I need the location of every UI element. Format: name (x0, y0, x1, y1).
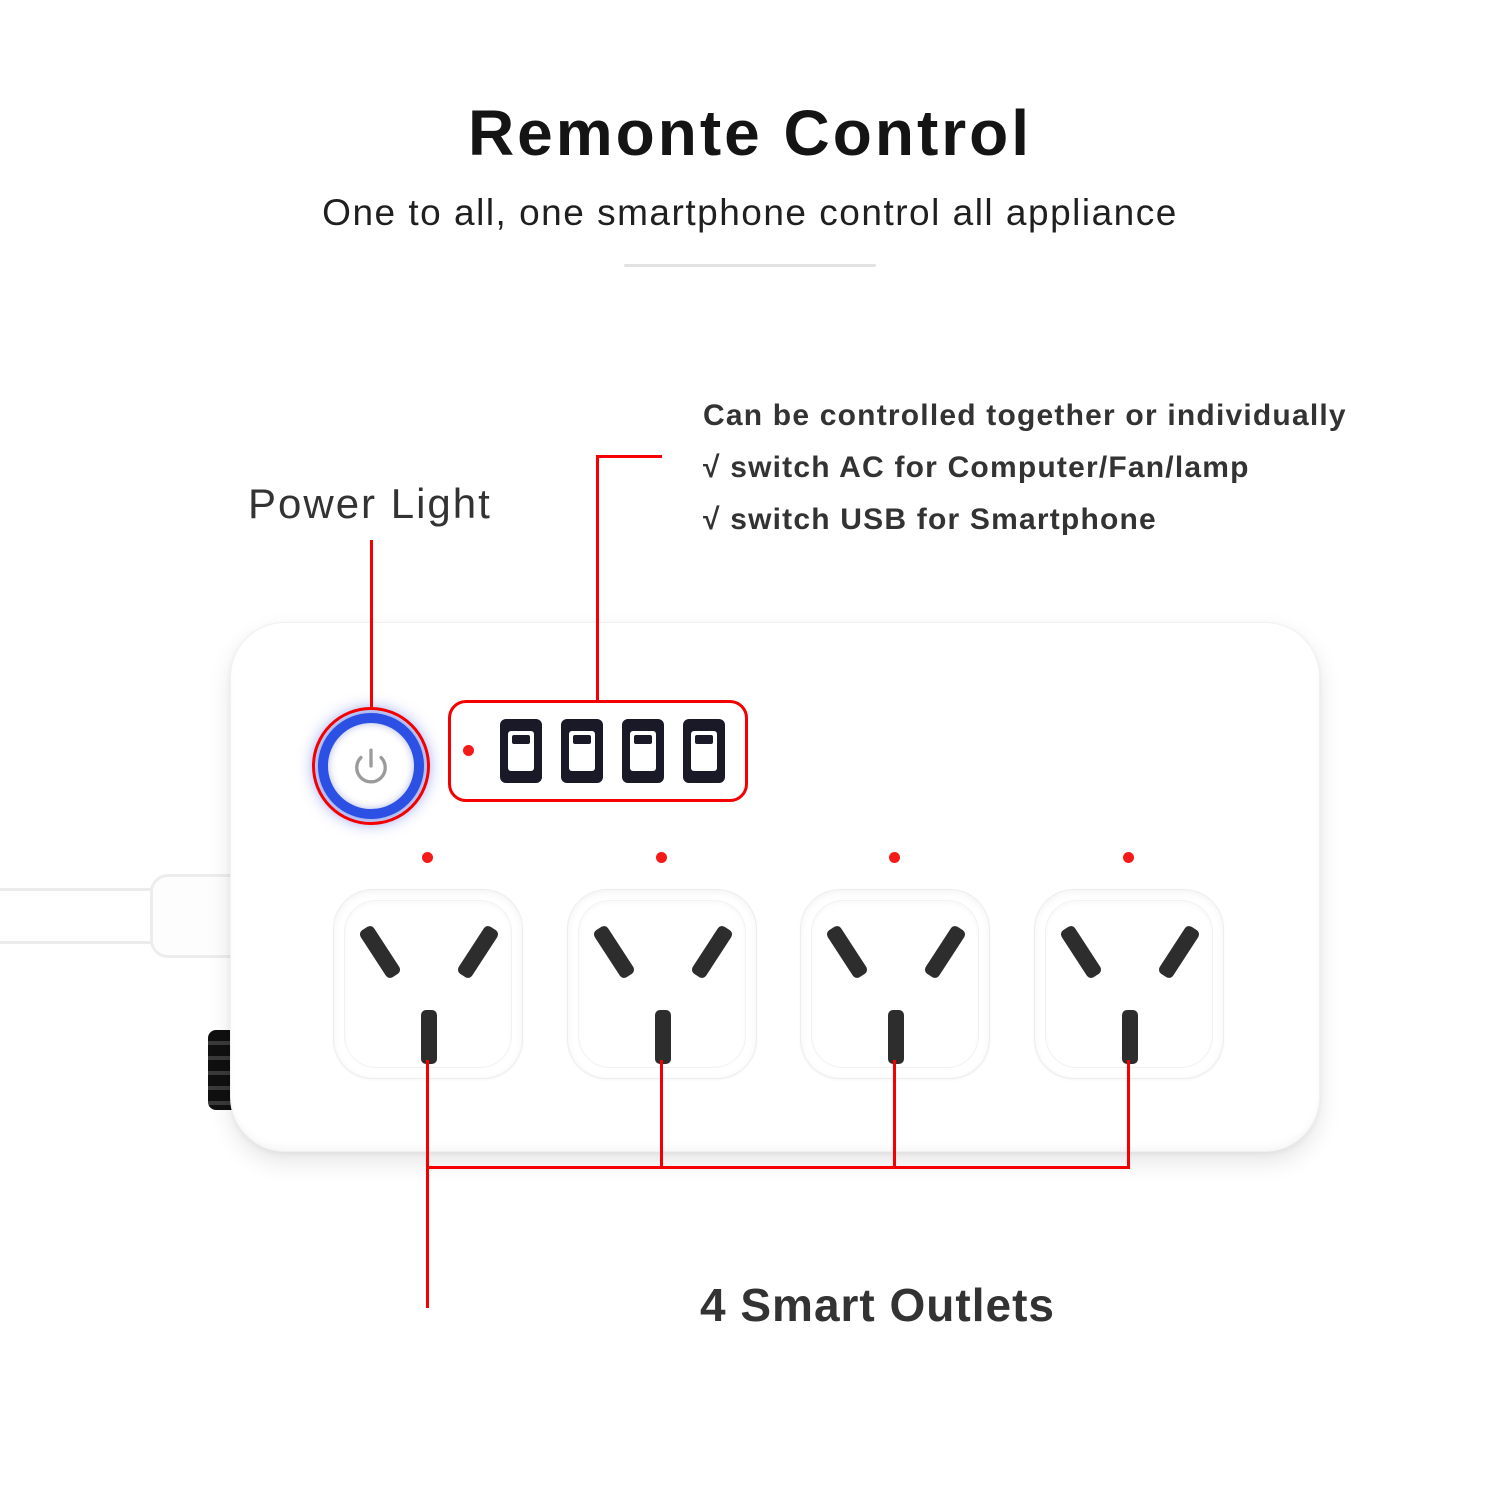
outlet-led-2 (656, 852, 667, 863)
ac-outlet-1 (333, 889, 523, 1079)
outlet-slot-earth (655, 1010, 671, 1064)
usb-callout-line-v (596, 455, 599, 702)
page-title: Remonte Control (467, 97, 1033, 169)
power-light-label: Power Light (248, 480, 492, 527)
outlets-label: 4 Smart Outlets (700, 1279, 1055, 1331)
divider-line (624, 264, 876, 267)
outlet-callout-line-4 (1127, 1060, 1130, 1169)
ac-outlet-2 (567, 889, 757, 1079)
usb-annotation-line3: √ switch USB for Smartphone (703, 503, 1157, 536)
outlet-callout-line-1 (426, 1060, 429, 1308)
usb-port-3 (622, 719, 664, 783)
usb-tongue (630, 731, 656, 771)
usb-status-led (463, 745, 474, 756)
outlet-led-1 (422, 852, 433, 863)
usb-port-4 (683, 719, 725, 783)
page-subtitle: One to all, one smartphone control all a… (322, 192, 1178, 233)
usb-port-1 (500, 719, 542, 783)
usb-annotation-line2: √ switch AC for Computer/Fan/lamp (703, 451, 1250, 484)
outlet-slot-earth (888, 1010, 904, 1064)
usb-annotation-line1: Can be controlled together or individual… (703, 399, 1347, 432)
outlet-led-4 (1123, 852, 1134, 863)
usb-callout-box (448, 700, 748, 802)
outlet-callout-line-3 (893, 1060, 896, 1169)
usb-tongue (508, 731, 534, 771)
ac-outlet-4 (1034, 889, 1224, 1079)
outlet-callout-line-h (426, 1166, 1130, 1169)
outlet-slot-earth (421, 1010, 437, 1064)
usb-tongue (569, 731, 595, 771)
power-light-callout-line (370, 540, 373, 707)
usb-callout-line-h (596, 455, 662, 458)
usb-tongue (691, 731, 717, 771)
outlet-led-3 (889, 852, 900, 863)
usb-annotation: Can be controlled together or individual… (703, 390, 1493, 546)
usb-port-2 (561, 719, 603, 783)
outlet-slot-earth (1122, 1010, 1138, 1064)
ac-outlet-3 (800, 889, 990, 1079)
outlet-callout-line-2 (660, 1060, 663, 1169)
power-button-callout-circle (312, 707, 430, 825)
